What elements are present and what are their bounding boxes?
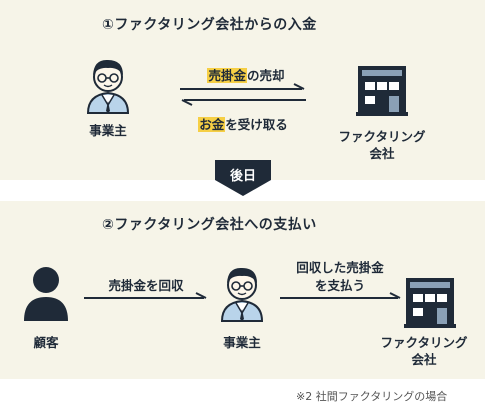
pay-receivable-label-line2: を支払う bbox=[314, 278, 365, 293]
arrow-money-label: お金を受け取る bbox=[168, 114, 318, 133]
business-owner-icon bbox=[86, 59, 130, 114]
customer-label: 顧客 bbox=[33, 335, 59, 350]
business-owner-icon bbox=[220, 267, 264, 322]
building-icon bbox=[404, 278, 456, 328]
section-1-panel: ①ファクタリング会社からの入金 事業主 売掛金の売却 お金を受け取る ファクタリ… bbox=[0, 0, 485, 180]
money-highlight: お金 bbox=[198, 117, 226, 132]
business-owner-label: 事業主 bbox=[223, 335, 261, 350]
company-label-line2: 会社 bbox=[369, 146, 395, 161]
building-icon bbox=[356, 66, 408, 116]
section-1-title: ①ファクタリング会社からの入金 bbox=[102, 17, 317, 33]
collect-receivable-label: 売掛金を回収 bbox=[108, 278, 184, 293]
arrow-money-label-rest: を受け取る bbox=[225, 117, 288, 132]
pay-receivable-label-line1: 回収した売掛金 bbox=[296, 260, 384, 275]
footnote: ※2 社間ファクタリングの場合 bbox=[296, 390, 448, 403]
arrow-sale-label: 売掛金の売却 bbox=[176, 65, 316, 84]
section-2-panel: ②ファクタリング会社への支払い 顧客 売掛金を回収 事業主 回収した売掛金 を支… bbox=[0, 201, 485, 379]
section-2-title: ②ファクタリング会社への支払い bbox=[102, 217, 317, 233]
receivable-highlight: 売掛金 bbox=[207, 68, 247, 83]
down-arrow-shape bbox=[215, 160, 271, 196]
arrow-sale-label-rest: の売却 bbox=[247, 68, 285, 83]
arrow-right-icon bbox=[84, 292, 207, 299]
customer-icon bbox=[24, 267, 68, 321]
business-owner-label: 事業主 bbox=[89, 123, 127, 138]
company-label-line1: ファクタリング bbox=[380, 335, 468, 350]
arrow-right-icon bbox=[280, 292, 401, 299]
later-date-label: 後日 bbox=[229, 169, 256, 184]
arrow-left-icon bbox=[181, 99, 306, 106]
arrow-right-icon bbox=[180, 83, 305, 90]
company-label-line1: ファクタリング bbox=[338, 129, 426, 144]
company-label-line2: 会社 bbox=[411, 352, 437, 367]
